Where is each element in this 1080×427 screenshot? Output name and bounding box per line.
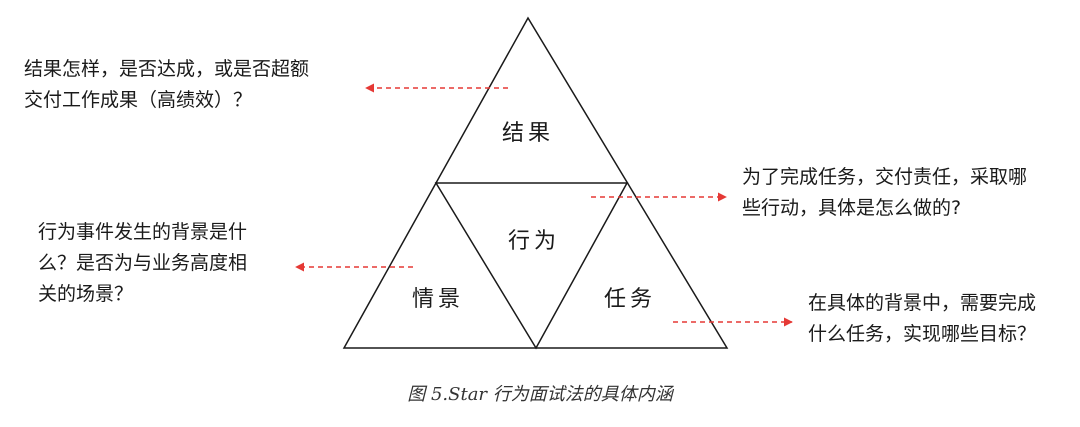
note-situation-line-3: 关的场景？ — [38, 283, 134, 305]
label-result: 结果 — [502, 121, 554, 146]
note-behavior-line-2: 些行动，具体是怎么做的? — [742, 197, 962, 219]
note-result-line-2: 交付工作成果（高绩效）？ — [24, 89, 253, 111]
inner-triangle — [434, 182, 629, 350]
note-situation: 行为事件发生的背景是什 么？是否为与业务高度相 关的场景？ — [38, 217, 247, 310]
label-situation: 情景 — [412, 287, 464, 312]
note-result-line-1: 结果怎样，是否达成，或是否超额 — [24, 58, 310, 80]
label-behavior: 行为 — [508, 229, 560, 254]
note-behavior-line-1: 为了完成任务，交付责任，采取哪 — [742, 166, 1028, 188]
note-task-line-1: 在具体的背景中，需要完成 — [808, 292, 1037, 314]
note-task: 在具体的背景中，需要完成 什么任务，实现哪些目标？ — [808, 288, 1036, 350]
note-result: 结果怎样，是否达成，或是否超额 交付工作成果（高绩效）？ — [24, 54, 309, 116]
label-task: 任务 — [604, 287, 656, 312]
note-situation-line-2: 么？是否为与业务高度相 — [38, 252, 248, 274]
note-situation-line-1: 行为事件发生的背景是什 — [38, 221, 248, 243]
note-task-line-2: 什么任务，实现哪些目标？ — [808, 323, 1037, 345]
figure-caption: 图 5.Star 行为面试法的具体内涵 — [407, 384, 673, 405]
note-behavior: 为了完成任务，交付责任，采取哪 些行动，具体是怎么做的? — [742, 162, 1027, 224]
